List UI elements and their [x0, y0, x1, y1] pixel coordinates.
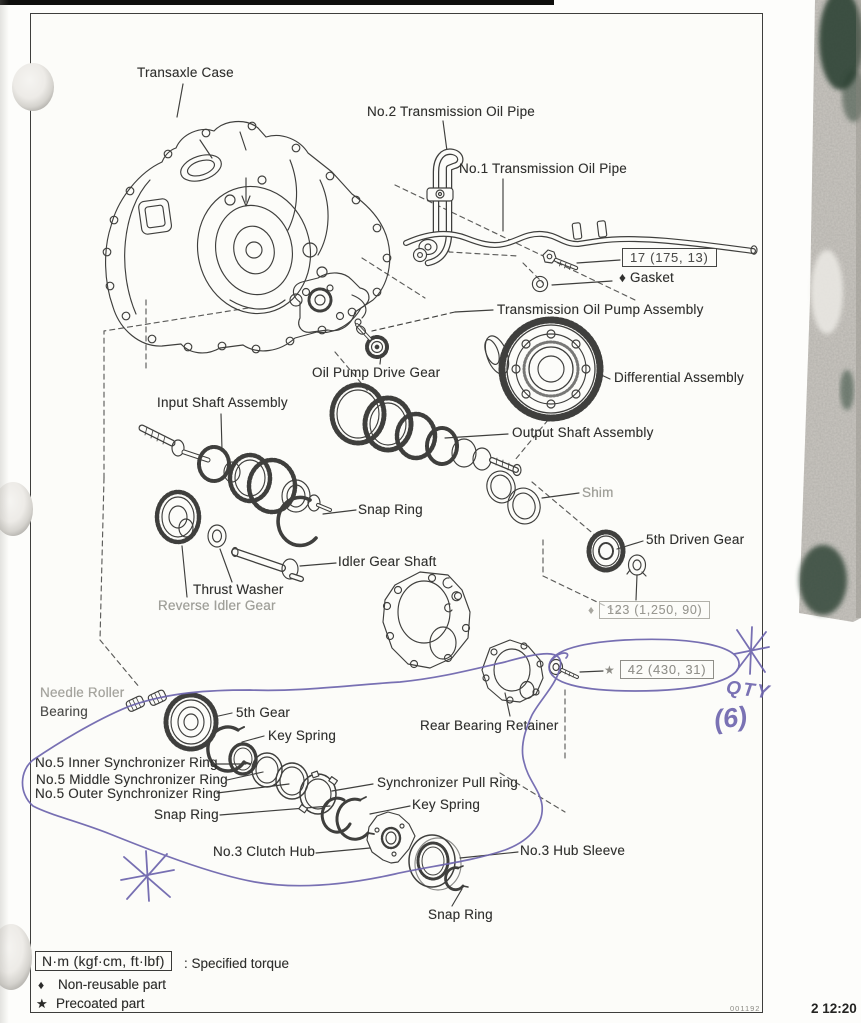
legend-precoated: ★ Precoated part	[36, 996, 145, 1012]
page-border-frame	[30, 13, 763, 1013]
scan-edge-bar	[0, 0, 554, 5]
precoated-star-icon: ★	[36, 996, 48, 1011]
legend-non-reusable: ♦ Non-reusable part	[38, 977, 166, 992]
torque-legend-text: : Specified torque	[184, 956, 290, 971]
left-page-edge-shadow	[0, 0, 9, 1023]
handwritten-qty-value: (6)	[712, 700, 749, 736]
legend-non-reusable-text: Non-reusable part	[58, 977, 167, 992]
torque-legend-box: N·m (kgf·cm, ft·lbf)	[35, 951, 172, 971]
non-reusable-diamond-icon: ♦	[38, 978, 45, 992]
page-code: 001192	[730, 1004, 761, 1013]
adjacent-page-strip	[799, 0, 861, 622]
legend-precoated-text: Precoated part	[56, 996, 145, 1011]
scan-timestamp: 2 12:20	[811, 1001, 857, 1016]
